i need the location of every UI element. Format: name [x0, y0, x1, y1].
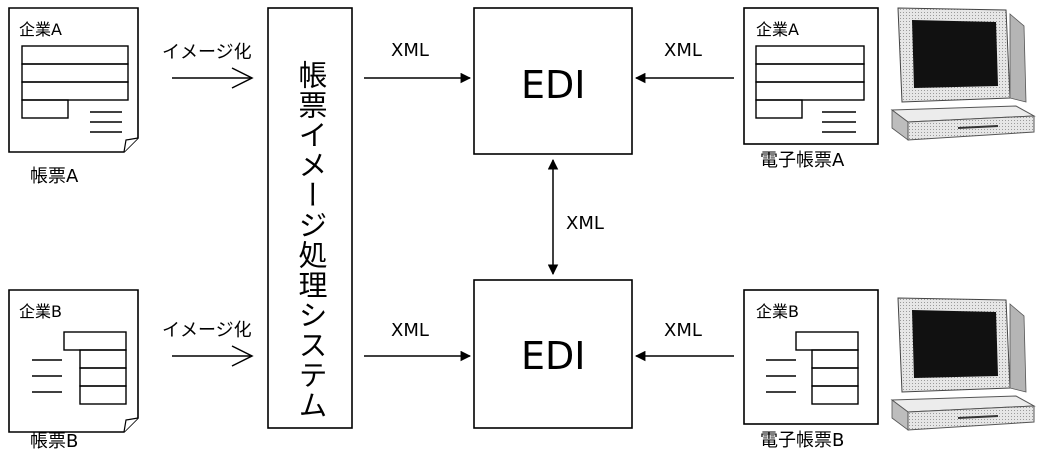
processor-box — [267, 7, 353, 429]
edi-label-top: EDI — [521, 63, 586, 107]
xml-label-processor-top: XML — [391, 40, 429, 61]
edi-box-top — [473, 7, 633, 155]
edi-label-bottom: EDI — [521, 334, 586, 378]
electronic-form-b — [743, 289, 879, 425]
paper-form-a-company: 企業A — [19, 20, 62, 39]
electronic-form-b-caption: 電子帳票B — [760, 430, 845, 451]
electronic-form-a — [743, 7, 879, 145]
imaging-arrow-a — [172, 67, 254, 89]
desktop-computer-icon — [890, 297, 1036, 431]
paper-form-b — [8, 289, 139, 433]
electronic-form-a-caption: 電子帳票A — [760, 150, 845, 171]
imaging-arrow-b — [172, 345, 254, 367]
electronic-form-b-company: 企業B — [756, 302, 799, 321]
imaging-label-b: イメージ化 — [162, 320, 252, 341]
xml-label-client-bottom: XML — [664, 320, 702, 341]
processor-title: 帳票イメージ処理システム — [294, 60, 328, 420]
paper-form-b-company: 企業B — [19, 302, 62, 321]
imaging-label-a: イメージ化 — [162, 42, 252, 63]
paper-form-a — [8, 7, 139, 153]
xml-label-processor-bottom: XML — [391, 320, 429, 341]
edi-box-bottom — [473, 279, 633, 429]
paper-form-b-caption: 帳票B — [30, 431, 79, 452]
xml-label-client-top: XML — [664, 40, 702, 61]
electronic-form-a-company: 企業A — [756, 20, 799, 39]
xml-label-edi-link: XML — [566, 213, 604, 234]
desktop-computer-icon — [890, 7, 1036, 141]
paper-form-a-caption: 帳票A — [30, 166, 79, 187]
